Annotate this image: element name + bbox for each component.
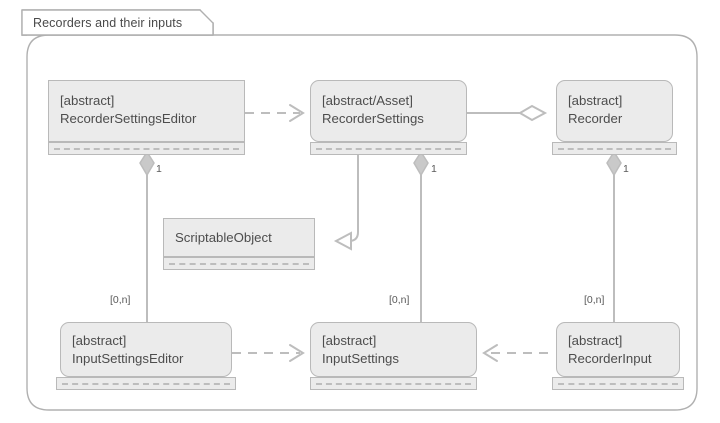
class-stereotype: [abstract] xyxy=(72,333,127,348)
class-name: Recorder xyxy=(568,110,623,126)
class-name: RecorderInput xyxy=(568,350,652,366)
class-body: [abstract/Asset] RecorderSettings xyxy=(310,80,467,142)
connector-generalization-settings-to-scriptableobject xyxy=(333,152,359,251)
class-name: ScriptableObject xyxy=(175,230,272,245)
class-name: InputSettings xyxy=(322,350,399,366)
class-body: [abstract] InputSettings xyxy=(310,322,477,377)
multiplicity-label-recordersettings-1: 1 xyxy=(431,163,437,175)
connector-composition-recorderinput-to-recorder xyxy=(606,150,622,322)
multiplicity-label-inputsettings-0n: [0,n] xyxy=(389,294,410,306)
multiplicity-label-recorderinput-0n: [0,n] xyxy=(584,294,605,306)
class-name: RecorderSettings xyxy=(322,110,424,126)
class-stereotype: [abstract] xyxy=(322,333,377,348)
class-attributes-compartment xyxy=(163,257,315,270)
class-attributes-compartment xyxy=(56,377,236,390)
connector-dependency-inputsettingseditor-to-inputsettings xyxy=(232,344,305,362)
class-box-scriptable-object[interactable]: ScriptableObject xyxy=(163,218,315,270)
class-body: [abstract] RecorderSettingsEditor xyxy=(48,80,245,142)
class-box-recorder-settings[interactable]: [abstract/Asset] RecorderSettings xyxy=(310,80,467,158)
class-stereotype: [abstract/Asset] xyxy=(322,93,413,108)
connector-composition-inputsettings-to-recordersettings xyxy=(413,150,429,322)
class-attributes-compartment xyxy=(310,377,477,390)
class-body: [abstract] Recorder xyxy=(556,80,673,142)
multiplicity-label-recorder-1: 1 xyxy=(623,163,629,175)
class-attributes-compartment xyxy=(552,142,677,155)
class-box-recorder-settings-editor[interactable]: [abstract] RecorderSettingsEditor xyxy=(48,80,245,158)
class-stereotype: [abstract] xyxy=(60,93,115,108)
class-body: ScriptableObject xyxy=(163,218,315,257)
connector-aggregation-settings-to-recorder xyxy=(467,104,548,122)
class-attributes-compartment xyxy=(48,142,245,155)
class-box-recorder[interactable]: [abstract] Recorder xyxy=(552,80,677,158)
multiplicity-label-inputsettingseditor-0n: [0,n] xyxy=(110,294,131,306)
class-body: [abstract] InputSettingsEditor xyxy=(60,322,232,377)
class-name: InputSettingsEditor xyxy=(72,350,184,366)
connector-dependency-editor-to-settings xyxy=(245,104,305,122)
class-attributes-compartment xyxy=(310,142,467,155)
class-body: [abstract] RecorderInput xyxy=(556,322,680,377)
diagram-frame xyxy=(21,9,698,411)
class-box-input-settings-editor[interactable]: [abstract] InputSettingsEditor xyxy=(56,322,236,390)
class-stereotype: [abstract] xyxy=(568,333,623,348)
class-attributes-compartment xyxy=(552,377,684,390)
multiplicity-label-recordersettingseditor-1: 1 xyxy=(156,163,162,175)
class-box-recorder-input[interactable]: [abstract] RecorderInput xyxy=(552,322,684,390)
diagram-frame-title: Recorders and their inputs xyxy=(33,16,183,30)
class-stereotype: [abstract] xyxy=(568,93,623,108)
connector-composition-inputsettingseditor-to-recordersettingseditor xyxy=(139,150,155,322)
connector-dependency-recorderinput-to-inputsettings xyxy=(482,344,548,362)
class-box-input-settings[interactable]: [abstract] InputSettings xyxy=(310,322,477,390)
class-name: RecorderSettingsEditor xyxy=(60,110,197,126)
